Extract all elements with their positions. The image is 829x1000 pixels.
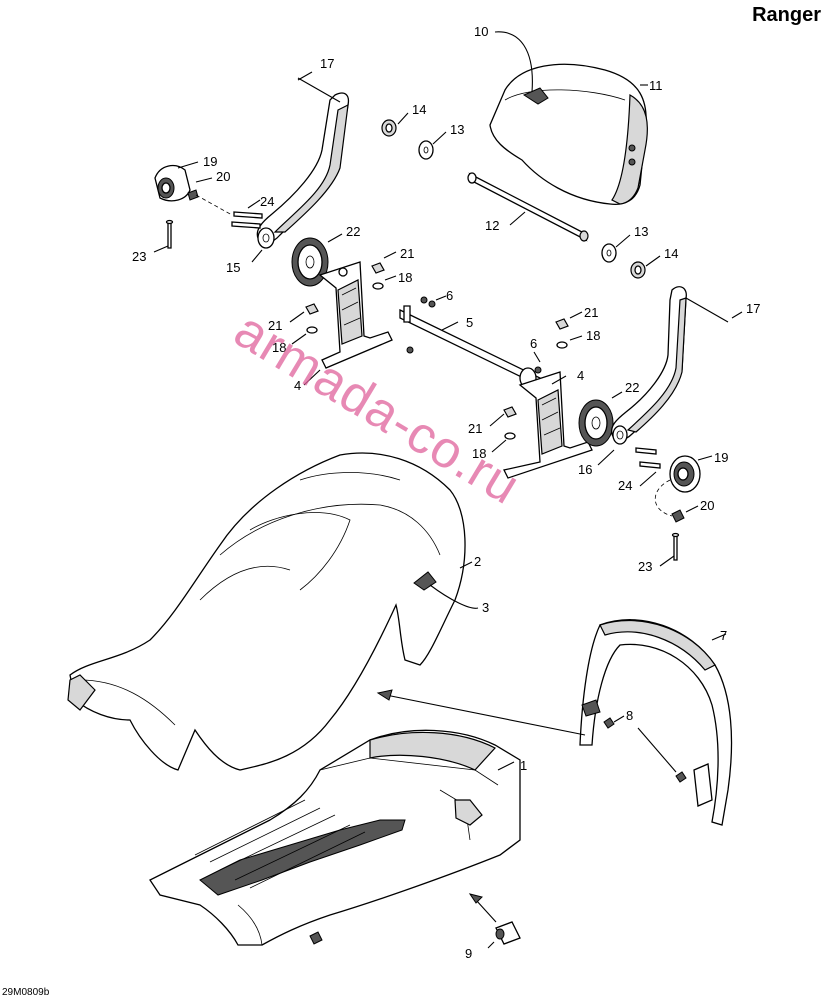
callout-24a: 24	[260, 194, 274, 209]
callout-18a: 18	[398, 270, 412, 285]
callout-18d: 18	[472, 446, 486, 461]
callout-18b: 18	[272, 340, 286, 355]
callout-6b: 6	[530, 336, 537, 351]
callout-10: 10	[474, 24, 488, 39]
callout-14b: 14	[664, 246, 678, 261]
callout-9: 9	[465, 946, 472, 961]
washer-13-right[interactable]	[601, 243, 617, 263]
clip-20-right[interactable]	[671, 509, 685, 523]
bolt-23-left[interactable]	[165, 219, 174, 249]
callout-4b: 4	[577, 368, 584, 383]
callout-19b: 19	[714, 450, 728, 465]
callout-7: 7	[720, 628, 727, 643]
callout-17b: 17	[746, 301, 760, 316]
backrest-cushion[interactable]	[489, 63, 648, 206]
washer-18-upper-right[interactable]	[556, 341, 568, 349]
rivet-8-lower[interactable]	[675, 771, 687, 783]
callout-13a: 13	[450, 122, 464, 137]
rivet-8-upper[interactable]	[603, 717, 615, 729]
callout-3: 3	[482, 600, 489, 615]
clip-20-left[interactable]	[187, 189, 199, 201]
figure-code: 29M0809b	[2, 987, 50, 998]
pins-24-right[interactable]	[635, 447, 661, 469]
callout-20b: 20	[700, 498, 714, 513]
page-title: Ranger	[752, 4, 821, 26]
callout-21b: 21	[268, 318, 282, 333]
callout-19a: 19	[203, 154, 217, 169]
disk-22-left[interactable]	[291, 237, 329, 287]
bearing-14-right[interactable]	[630, 261, 646, 279]
callout-21c: 21	[584, 305, 598, 320]
nut-21-upper-left[interactable]	[371, 262, 385, 274]
clip-9[interactable]	[495, 921, 521, 945]
callout-5: 5	[466, 315, 473, 330]
callout-22a: 22	[346, 224, 360, 239]
bearing-14-left[interactable]	[381, 119, 397, 137]
washer-18-lower-left[interactable]	[306, 326, 318, 334]
callout-23b: 23	[638, 559, 652, 574]
disk-22-right[interactable]	[578, 399, 614, 447]
knob-19-left[interactable]	[154, 164, 191, 202]
callout-15: 15	[226, 260, 240, 275]
seat-cushion[interactable]	[67, 452, 466, 771]
callout-13b: 13	[634, 224, 648, 239]
bolt-17-left	[297, 77, 341, 103]
callout-4a: 4	[294, 378, 301, 393]
side-panel[interactable]	[579, 619, 733, 826]
bracket-4-left[interactable]	[318, 261, 393, 369]
callout-18c: 18	[586, 328, 600, 343]
nuts-6-upper[interactable]	[406, 296, 436, 354]
seat-base[interactable]	[149, 729, 521, 946]
callout-6a: 6	[446, 288, 453, 303]
washer-13-left[interactable]	[418, 140, 434, 160]
right-arm[interactable]	[610, 286, 687, 445]
callout-21a: 21	[400, 246, 414, 261]
nut-21-upper-right[interactable]	[555, 318, 569, 330]
leader-10	[494, 31, 533, 93]
callout-8: 8	[626, 708, 633, 723]
nut-21-lower-left[interactable]	[305, 303, 319, 315]
pins-24-left[interactable]	[231, 211, 263, 229]
bolt-17-right	[685, 297, 729, 323]
callout-2: 2	[474, 554, 481, 569]
arrow-head	[376, 689, 393, 701]
nut-6-right[interactable]	[534, 366, 542, 374]
callout-12: 12	[485, 218, 499, 233]
leader-12	[509, 211, 526, 226]
callout-20a: 20	[216, 169, 230, 184]
bolt-23-right[interactable]	[671, 532, 680, 561]
left-arm[interactable]	[256, 92, 350, 249]
callout-21d: 21	[468, 421, 482, 436]
washer-18-upper-left[interactable]	[372, 282, 384, 290]
callout-11: 11	[649, 78, 663, 93]
callout-17a: 17	[320, 56, 334, 71]
callout-23a: 23	[132, 249, 146, 264]
washer-18-lower-right[interactable]	[504, 432, 516, 440]
callout-14a: 14	[412, 102, 426, 117]
knob-19-right[interactable]	[669, 455, 701, 493]
assembly-arrow	[385, 694, 586, 736]
callout-1: 1	[520, 758, 527, 773]
callout-22b: 22	[625, 380, 639, 395]
callout-16: 16	[578, 462, 592, 477]
backrest-tube[interactable]	[467, 172, 589, 242]
bracket-4-right[interactable]	[503, 371, 593, 479]
nut-21-lower-right[interactable]	[503, 406, 517, 418]
callout-24b: 24	[618, 478, 632, 493]
